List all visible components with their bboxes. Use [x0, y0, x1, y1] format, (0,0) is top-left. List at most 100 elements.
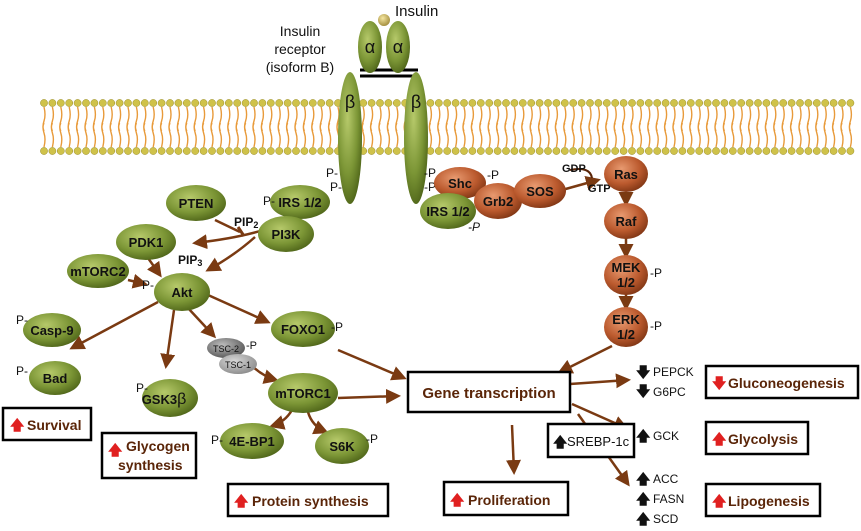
mek-p: -P [650, 266, 662, 280]
casp9-p: P- [16, 313, 28, 327]
acc-up-icon: 🡅 [636, 471, 651, 487]
mtorc2-node [67, 254, 129, 288]
glycolysis-box: 🡅 Glycolysis [704, 420, 810, 456]
proliferation-label: Proliferation [468, 492, 550, 508]
gluconeogenesis-box: 🡇 Gluconeogenesis [704, 364, 860, 400]
svg-text:🡅: 🡅 [712, 493, 727, 509]
gsk3-node [142, 379, 198, 417]
irs-right-node [420, 193, 476, 229]
pten-label: PTEN [179, 196, 214, 211]
gene-transcription-label: Gene transcription [422, 385, 555, 402]
pten-node [166, 185, 226, 221]
glycolysis-label: Glycolysis [728, 431, 798, 447]
casp9-node [23, 313, 81, 347]
receptor-alpha-right [386, 21, 410, 73]
glycogen-label-1: Glycogen [126, 438, 190, 454]
receptor-label-2: receptor [274, 41, 326, 57]
erk-p: -P [650, 319, 662, 333]
g6pc-down-icon: 🡇 [636, 383, 651, 399]
lipogenesis-box: 🡅 Lipogenesis [704, 482, 822, 518]
s6k-node [315, 428, 369, 464]
shc-label: Shc [448, 176, 472, 191]
receptor-p-right-2: -P [424, 180, 436, 194]
pip2-label: PIP2 [234, 215, 258, 230]
foxo1-label: FOXO1 [281, 322, 325, 337]
acc-label: ACC [653, 472, 679, 486]
insulin-receptor: α α β β [338, 21, 428, 204]
sos-node [514, 174, 566, 208]
4ebp1-p: P- [211, 433, 223, 447]
gluconeogenesis-label: Gluconeogenesis [728, 375, 845, 391]
mtorc2-label: mTORC2 [70, 264, 125, 279]
survival-box: 🡅 Survival [1, 406, 93, 442]
tsc1-node [219, 354, 257, 374]
akt-node [154, 273, 210, 311]
receptor-p-left-2: P- [330, 180, 342, 194]
4ebp1-label: 4E-BP1 [229, 434, 275, 449]
svg-text:🡅: 🡅 [553, 434, 568, 450]
survival-label: Survival [27, 417, 81, 433]
glycogen-label-2: synthesis [118, 457, 183, 473]
foxo1-node [271, 311, 335, 347]
srebp-box: 🡅 SREBP-1c [546, 422, 636, 459]
4ebp1-node [220, 423, 284, 459]
scd-label: SCD [653, 512, 679, 526]
shc-node [434, 167, 486, 199]
gsk3-p: P- [136, 381, 148, 395]
ras-label: Ras [614, 167, 638, 182]
pepck-down-icon: 🡇 [636, 364, 651, 380]
pi3k-node [258, 216, 314, 252]
irs-right-label: IRS 1/2 [426, 204, 469, 219]
proliferation-box: 🡅 Proliferation [442, 480, 570, 517]
grb2-node [474, 183, 522, 219]
protein-synthesis-box: 🡅 Protein synthesis [226, 482, 390, 518]
grb2-label: Grb2 [483, 194, 513, 209]
irs-left-node [270, 185, 330, 219]
bad-label: Bad [43, 371, 68, 386]
receptor-beta-right [404, 72, 428, 204]
akt-label: Akt [172, 285, 194, 300]
shc-p: -P [487, 168, 499, 182]
alpha-right-label: α [393, 37, 403, 57]
gtp-label: GTP [588, 183, 611, 195]
mek-label-1: MEK [612, 260, 642, 275]
irs-left-label: IRS 1/2 [278, 195, 321, 210]
erk-node [604, 307, 648, 347]
tsc1-label: TSC-1 [225, 360, 251, 370]
beta-right-label: β [411, 92, 421, 112]
receptor-beta-left [338, 72, 362, 204]
lipogenesis-label: Lipogenesis [728, 493, 810, 509]
pi3k-label: PI3K [272, 227, 302, 242]
erk-label-2: 1/2 [617, 327, 635, 342]
svg-text:🡅: 🡅 [450, 492, 465, 508]
ras-node [604, 156, 648, 192]
bad-node [29, 361, 81, 395]
insulin-label: Insulin [395, 3, 438, 20]
pepck-label: PEPCK [653, 365, 694, 379]
pdk1-node [116, 224, 176, 260]
raf-node [604, 203, 648, 239]
receptor-alpha-left [358, 21, 382, 73]
receptor-label-1: Insulin [280, 23, 320, 39]
cell-membrane [40, 99, 855, 155]
gene-transcription-box [406, 370, 572, 414]
erk-label-1: ERK [612, 312, 640, 327]
casp9-label: Casp-9 [30, 323, 73, 338]
gsk3-label: GSK3β [142, 391, 187, 408]
protein-synthesis-label: Protein synthesis [252, 493, 369, 509]
s6k-p: -P [366, 432, 378, 446]
svg-text:🡅: 🡅 [10, 417, 25, 433]
receptor-label-3: (isoform B) [266, 59, 334, 75]
tsc2-node [207, 338, 245, 358]
g6pc-label: G6PC [653, 385, 686, 399]
alpha-left-label: α [365, 37, 375, 57]
svg-text:🡇: 🡇 [712, 375, 727, 391]
gdp-label: GDP [562, 163, 586, 175]
fasn-label: FASN [653, 492, 684, 506]
irs-right-p: -P [468, 220, 480, 234]
insulin-ligand-icon [378, 14, 390, 26]
fasn-up-icon: 🡅 [636, 491, 651, 507]
svg-text:🡅: 🡅 [712, 431, 727, 447]
bad-p: P- [16, 364, 28, 378]
